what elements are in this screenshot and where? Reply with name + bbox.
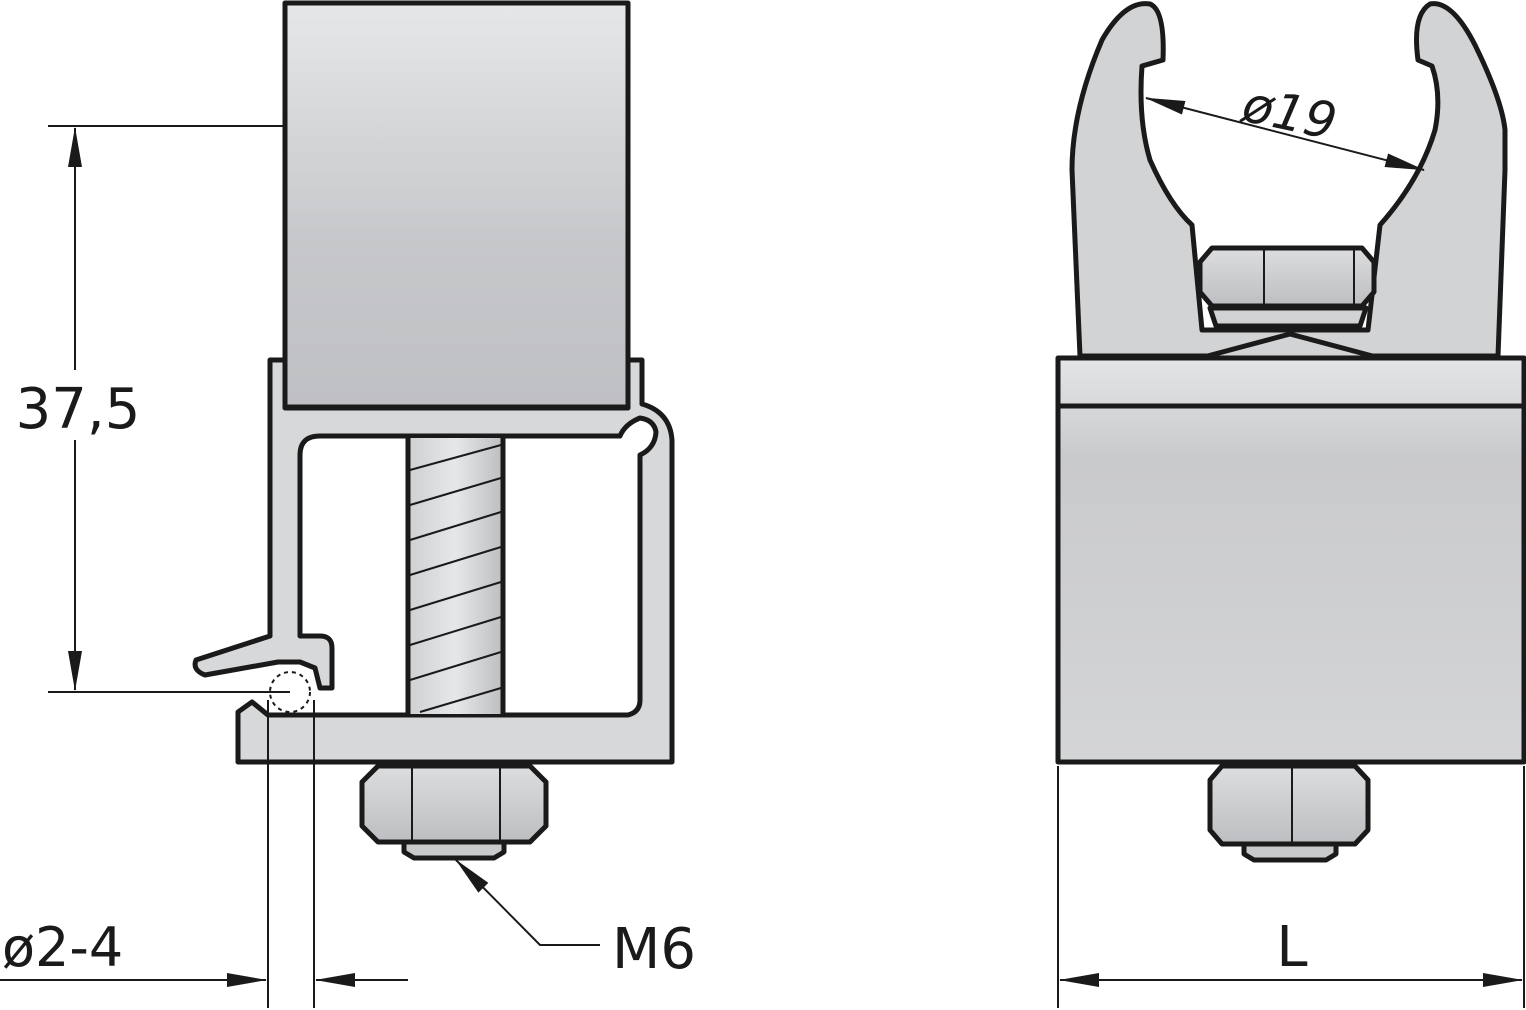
clamp-body — [192, 357, 675, 765]
thread-leader: M6 — [455, 859, 696, 982]
bottom-washer — [1241, 841, 1339, 863]
length-dimension: L — [1057, 766, 1525, 1008]
height-label: 37,5 — [16, 377, 141, 442]
tube-dimension: ø19 — [1145, 75, 1425, 171]
height-dimension: 37,5 — [15, 125, 290, 693]
front-view — [1055, 1, 1526, 863]
washer — [401, 839, 507, 861]
fork-nut — [1197, 245, 1377, 309]
thread-label: M6 — [612, 917, 696, 982]
cable-dimension: ø2-4 — [0, 700, 408, 1008]
threaded-bolt — [408, 438, 503, 714]
tube-diameter-label: ø19 — [1237, 75, 1342, 152]
block-body — [1055, 355, 1526, 765]
side-view — [192, 0, 675, 861]
hex-nut — [359, 763, 549, 845]
top-bar — [282, 0, 631, 410]
bolt-threads — [409, 444, 502, 713]
length-label: L — [1276, 915, 1307, 980]
cable-diameter-label: ø2-4 — [2, 916, 123, 979]
bottom-nut — [1207, 763, 1371, 847]
fork-clip — [1069, 1, 1508, 359]
